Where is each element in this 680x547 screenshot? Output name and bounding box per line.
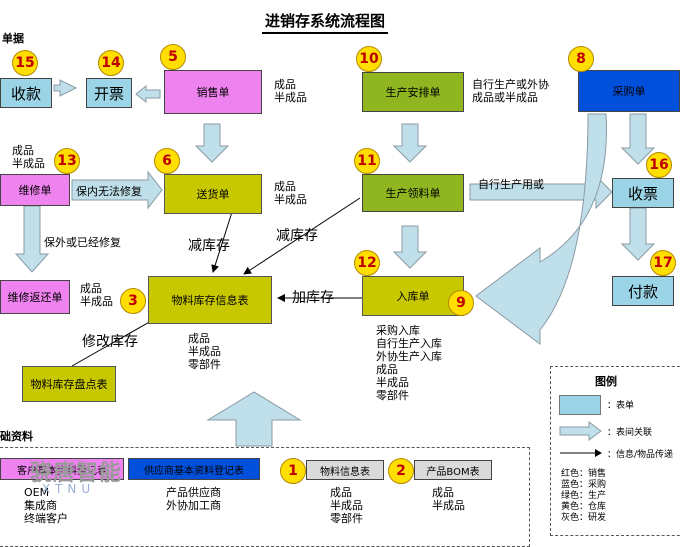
arrow-purchase-to-receive-invoice <box>620 113 656 165</box>
reduce-stock-label-1: 减库存 <box>188 238 230 254</box>
page-title: 进销存系统流程图 <box>262 10 389 34</box>
warranty-in-label: 保内无法修复 <box>76 185 142 198</box>
delivery-products-label: 成品半成品 <box>274 180 307 206</box>
reduce-stock-label-2: 减库存 <box>276 228 318 244</box>
watermark-logo: 骁唐智能 <box>30 461 123 486</box>
production-plan-note: 自行生产或外协成品或半成品 <box>472 78 549 104</box>
flow-arrows <box>14 79 656 447</box>
box-inbound-order: 入库单 <box>362 276 464 316</box>
supplier-types-label: 产品供应商外协加工商 <box>166 486 221 512</box>
badge-6: 6 <box>154 148 180 174</box>
box-customer-info: 客户基本资料登记表 <box>0 458 124 480</box>
arrow-stocktake-to-stock <box>71 315 161 367</box>
box-sales-order: 销售单 <box>164 70 262 114</box>
badge-14: 14 <box>98 50 124 76</box>
warranty-out-label: 保外或已经修复 <box>44 236 121 249</box>
box-stocktake: 物料库存盘点表 <box>22 366 116 402</box>
badge-8: 8 <box>568 46 594 72</box>
box-receive-invoice: 收票 <box>612 178 674 208</box>
arrow-repair-to-return <box>14 205 50 273</box>
box-supplier-info: 供应商基本资料登记表 <box>128 458 260 480</box>
box-inventory-info: 物料库存信息表 <box>148 276 272 324</box>
badge-11: 11 <box>354 148 380 174</box>
box-production-plan: 生产安排单 <box>362 72 464 112</box>
legend: 图例 ：表单 ：表间关联 ：信息/物品传递 红色：销售 蓝色：采购 绿色：生产 … <box>550 366 680 536</box>
form-shape-icon <box>559 395 601 415</box>
arrow-delivery-to-stock <box>211 211 233 273</box>
arrow-invoice-to-payment <box>53 79 78 97</box>
box-material-picking: 生产领料单 <box>362 174 464 212</box>
legend-item-form: ：表单 <box>607 401 635 411</box>
box-purchase-order: 采购单 <box>578 70 680 112</box>
modify-stock-label: 修改库存 <box>82 334 138 350</box>
badge-1: 1 <box>280 458 306 484</box>
legend-colors: 红色：销售 蓝色：采购 绿色：生产 黄色：仓库 灰色：研发 <box>561 469 607 523</box>
box-material-info: 物料信息表 <box>306 460 384 480</box>
badge-3: 3 <box>120 288 146 314</box>
section-label-documents: 单据 <box>2 32 24 45</box>
badge-15: 15 <box>12 50 38 76</box>
legend-item-association: ：表间关联 <box>607 428 653 438</box>
badge-13: 13 <box>54 148 80 174</box>
self-produce-label: 自行生产用或 <box>478 178 544 191</box>
legend-title: 图例 <box>595 375 617 388</box>
box-issue-invoice: 开票 <box>86 78 132 108</box>
badge-2: 2 <box>388 458 414 484</box>
legend-item-transfer: ：信息/物品传递 <box>607 450 674 460</box>
arrow-repair-to-delivery <box>71 170 163 210</box>
badge-12: 12 <box>354 250 380 276</box>
box-repair-order: 维修单 <box>0 174 70 206</box>
badge-5: 5 <box>160 44 186 70</box>
inventory-items-label: 成品半成品零部件 <box>188 332 221 371</box>
return-products-label: 成品半成品 <box>80 282 113 308</box>
arrow-receive-invoice-to-pay <box>620 207 656 261</box>
arrow-sales-to-delivery <box>194 123 230 163</box>
arrow-purchase-to-inbound <box>475 113 607 345</box>
arrow-picking-to-inbound <box>392 225 428 269</box>
arrow-basic-data-up <box>206 391 302 447</box>
badge-17: 17 <box>650 250 676 276</box>
arrow-picking-to-stock <box>243 197 361 275</box>
box-product-bom: 产品BOM表 <box>414 460 492 480</box>
association-arrow-icon <box>559 421 602 441</box>
arrow-plan-to-picking <box>392 123 428 163</box>
box-repair-return: 维修返还单 <box>0 280 70 314</box>
transfer-arrow-icon <box>560 449 602 457</box>
repair-products-label: 成品半成品 <box>12 144 45 170</box>
watermark-sub: XTNU <box>42 482 96 496</box>
arrow-sales-to-invoice <box>135 84 161 104</box>
badge-16: 16 <box>646 152 672 178</box>
box-receive-payment: 收款 <box>0 78 52 108</box>
badge-9: 9 <box>448 290 474 316</box>
box-payment: 付款 <box>612 276 674 306</box>
material-types-label: 成品半成品零部件 <box>330 486 363 525</box>
sales-products-label: 成品半成品 <box>274 78 307 104</box>
box-delivery-order: 送货单 <box>164 174 262 214</box>
badge-10: 10 <box>356 46 382 72</box>
inbound-types-label: 采购入库自行生产入库外协生产入库 成品半成品零部件 <box>376 324 442 402</box>
add-stock-label: 加库存 <box>292 290 334 306</box>
section-label-basic-data: 础资料 <box>0 430 33 443</box>
bom-types-label: 成品半成品 <box>432 486 465 512</box>
